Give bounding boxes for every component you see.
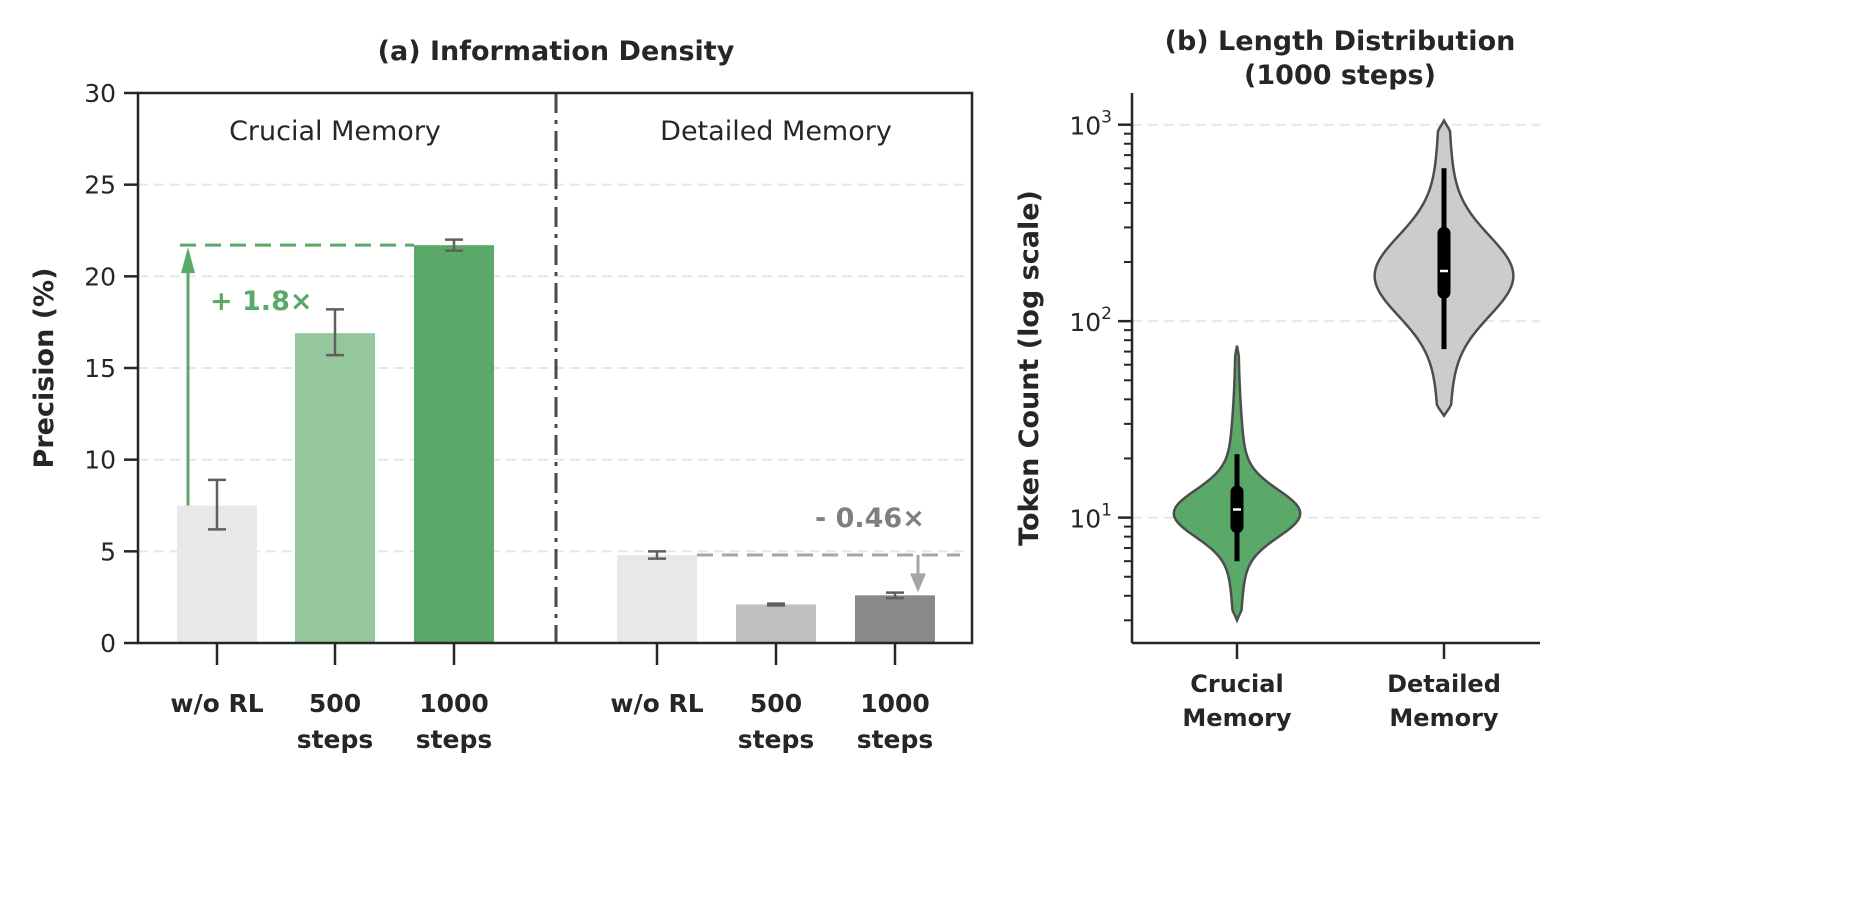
y-tick-label: 10: [84, 446, 116, 475]
x-tick-label: w/o RL: [610, 689, 703, 718]
x-tick-label: steps: [297, 725, 374, 754]
x-tick-label: steps: [857, 725, 934, 754]
x-tick-label: Memory: [1389, 704, 1498, 732]
panel-b-ylabel: Token Count (log scale): [1014, 190, 1045, 546]
group-label-crucial: Crucial Memory: [229, 116, 441, 147]
axes-frame: [136, 91, 974, 645]
x-tick-label: 500: [309, 689, 361, 718]
y-tick-label: 5: [100, 537, 116, 566]
bar: [617, 555, 697, 643]
group-label-detailed: Detailed Memory: [660, 116, 892, 147]
y-tick-label: 20: [84, 262, 116, 291]
x-tick-label: Crucial: [1190, 670, 1283, 698]
x-tick-label: w/o RL: [170, 689, 263, 718]
bar: [855, 595, 935, 643]
panel-b-title-line2: (1000 steps): [1244, 60, 1436, 91]
arrow-head: [910, 573, 926, 593]
y-tick-label: 102: [1069, 304, 1112, 337]
bar: [295, 333, 375, 643]
x-tick-label: steps: [416, 725, 493, 754]
y-tick-label: 0: [100, 629, 116, 658]
panel-b-length-distribution: (b) Length Distribution (1000 steps) Tok…: [1014, 26, 1540, 732]
panel-a-ylabel: Precision (%): [29, 268, 60, 469]
y-tick-label: 103: [1069, 108, 1112, 141]
x-tick-label: Memory: [1182, 704, 1291, 732]
y-tick-label: 25: [84, 171, 116, 200]
x-tick-label: 1000: [419, 689, 489, 718]
bar: [414, 245, 494, 643]
bar: [736, 604, 816, 643]
panel-a-information-density: (a) Information Density Precision (%) Cr…: [29, 36, 974, 754]
annotation-decrease: - 0.46×: [815, 503, 925, 534]
y-tick-label: 30: [84, 79, 116, 108]
x-tick-label: Detailed: [1387, 670, 1501, 698]
annotation-increase: + 1.8×: [210, 286, 312, 317]
x-tick-label: 500: [750, 689, 802, 718]
arrow-head: [181, 247, 195, 274]
y-tick-label: 15: [84, 354, 116, 383]
x-tick-label: 1000: [860, 689, 930, 718]
x-tick-label: steps: [738, 725, 815, 754]
y-tick-label: 101: [1069, 501, 1112, 534]
panel-a-title: (a) Information Density: [378, 36, 735, 67]
panel-b-title-line1: (b) Length Distribution: [1165, 26, 1516, 57]
